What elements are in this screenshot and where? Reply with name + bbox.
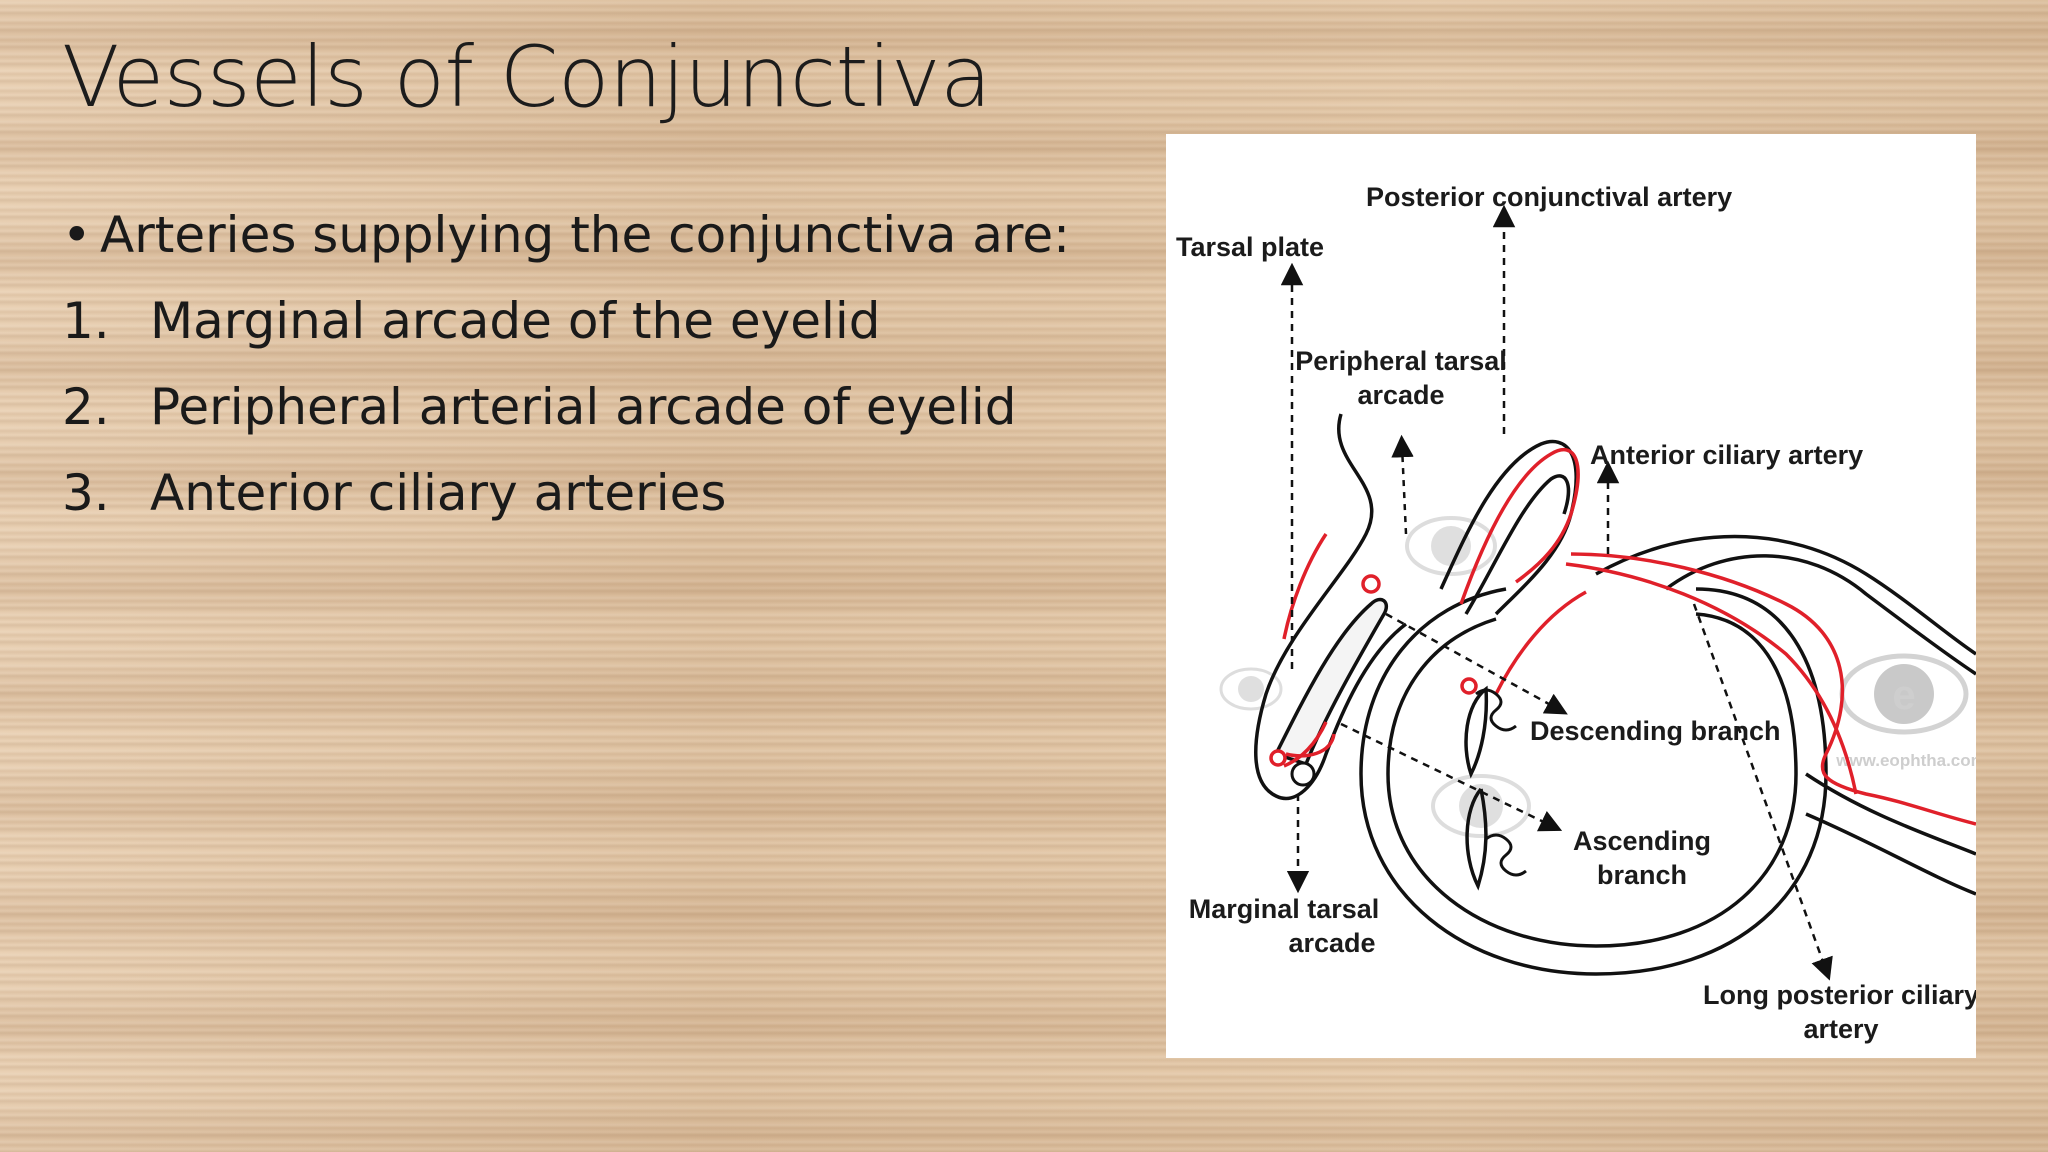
upper-fornix xyxy=(1439,439,1976,896)
slide-title: Vessels of Conjunctiva xyxy=(62,28,992,126)
watermark-letter: e xyxy=(1892,671,1915,718)
label-posterior-conjunctival-artery: Posterior conjunctival artery xyxy=(1366,182,1732,212)
wavy-branches xyxy=(1475,688,1527,877)
label-ascending: Ascending xyxy=(1573,826,1711,856)
list-number: 3. xyxy=(62,464,110,522)
bullet-dot: • xyxy=(62,206,92,264)
label-ascending-branch: branch xyxy=(1597,860,1687,890)
bullet-text: Arteries supplying the conjunctiva are: xyxy=(100,206,1070,264)
list-number: 2. xyxy=(62,378,110,436)
eyeball xyxy=(1359,587,1828,976)
label-anterior-ciliary-artery: Anterior ciliary artery xyxy=(1590,440,1863,470)
label-marginal-tarsal: Marginal tarsal xyxy=(1189,894,1380,924)
list-item-1: 1. Marginal arcade of the eyelid xyxy=(62,286,1122,356)
label-peripheral-tarsal-arcade: arcade xyxy=(1357,380,1444,410)
list-item-2: 2. Peripheral arterial arcade of eyelid xyxy=(62,372,1122,442)
label-long-posterior-ciliary: Long posterior ciliary xyxy=(1703,980,1976,1010)
label-tarsal-plate: Tarsal plate xyxy=(1176,232,1324,262)
label-peripheral-tarsal: Peripheral tarsal xyxy=(1295,346,1507,376)
watermark: e www.eophtha.com xyxy=(1219,516,1976,838)
list-text: Marginal arcade of the eyelid xyxy=(150,292,881,350)
bullet-item: • Arteries supplying the conjunctiva are… xyxy=(62,200,1122,270)
conjunctiva-vessels-diagram: e www.eophtha.com xyxy=(1166,134,1976,1058)
arteries xyxy=(1269,447,1976,826)
watermark-url: www.eophtha.com xyxy=(1835,751,1976,770)
label-long-posterior-ciliary-artery: artery xyxy=(1803,1014,1878,1044)
diagram-svg: e www.eophtha.com xyxy=(1176,182,1976,1044)
leader-lines xyxy=(1280,204,1833,981)
list-item-3: 3. Anterior ciliary arteries xyxy=(62,458,1122,528)
slide-content: • Arteries supplying the conjunctiva are… xyxy=(62,200,1122,528)
list-text: Peripheral arterial arcade of eyelid xyxy=(150,378,1017,436)
list-number: 1. xyxy=(62,292,110,350)
marginal-arcade-marker xyxy=(1290,761,1316,787)
label-marginal-tarsal-arcade: arcade xyxy=(1288,928,1375,958)
list-text: Anterior ciliary arteries xyxy=(150,464,727,522)
label-descending-branch: Descending branch xyxy=(1530,716,1781,746)
